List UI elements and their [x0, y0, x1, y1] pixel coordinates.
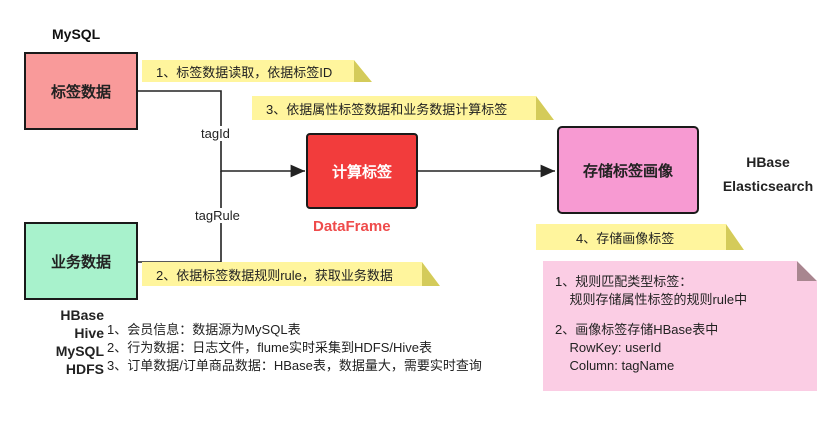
tag-data-box[interactable]: 标签数据 — [24, 52, 138, 130]
rule-note-line: 1、规则匹配类型标签： — [555, 274, 693, 289]
business-data-label: 业务数据 — [50, 253, 111, 271]
storage-profile-box[interactable]: 存储标签画像 — [557, 126, 699, 214]
rule-note-line: RowKey: userId — [555, 340, 662, 355]
edge-label-tagrule: tagRule — [193, 208, 242, 223]
store-hive: Hive — [74, 325, 104, 341]
compute-tag-box[interactable]: 计算标签 — [306, 133, 418, 209]
dataframe-label: DataFrame — [313, 218, 391, 235]
rule-note: 1、规则匹配类型标签： 规则存储属性标签的规则rule中 2、画像标签存储HBa… — [543, 261, 817, 391]
edge-label-tagid: tagId — [199, 126, 232, 141]
storage-profile-label: 存储标签画像 — [582, 162, 673, 180]
rule-note-line: 2、画像标签存储HBase表中 — [555, 322, 719, 337]
tag-data-label: 标签数据 — [50, 83, 111, 101]
note-step2: 2、依据标签数据规则rule，获取业务数据 — [142, 262, 440, 286]
data-source-item: 3、订单数据/订单商品数据：HBase表，数据量大，需要实时查询 — [107, 358, 482, 373]
storage-elasticsearch: Elasticsearch — [722, 178, 814, 194]
note-step1: 1、标签数据读取，依据标签ID — [142, 60, 372, 82]
store-mysql: MySQL — [55, 343, 104, 359]
data-source-item: 1、会员信息：数据源为MySQL表 — [107, 322, 301, 337]
compute-tag-label: 计算标签 — [331, 163, 392, 181]
rule-note-line: Column: tagName — [555, 358, 675, 373]
note-step3: 3、依据属性标签数据和业务数据计算标签 — [252, 96, 554, 120]
store-hbase: HBase — [60, 307, 104, 323]
data-source-item: 2、行为数据：日志文件，flume实时采集到HDFS/Hive表 — [107, 340, 433, 355]
store-hdfs: HDFS — [65, 361, 104, 377]
storage-targets: HBase Elasticsearch — [710, 150, 826, 198]
mysql-source-label: MySQL — [52, 26, 101, 42]
note-step4: 4、存储画像标签 — [536, 224, 744, 250]
rule-note-line: 规则存储属性标签的规则rule中 — [555, 292, 748, 307]
rule-note-line — [555, 309, 805, 321]
data-sources-list: 1、会员信息：数据源为MySQL表 2、行为数据：日志文件，flume实时采集到… — [107, 321, 547, 375]
business-data-box[interactable]: 业务数据 — [24, 222, 138, 300]
business-stores-list: HBase Hive MySQL HDFS — [18, 306, 104, 378]
storage-hbase: HBase — [746, 154, 790, 170]
